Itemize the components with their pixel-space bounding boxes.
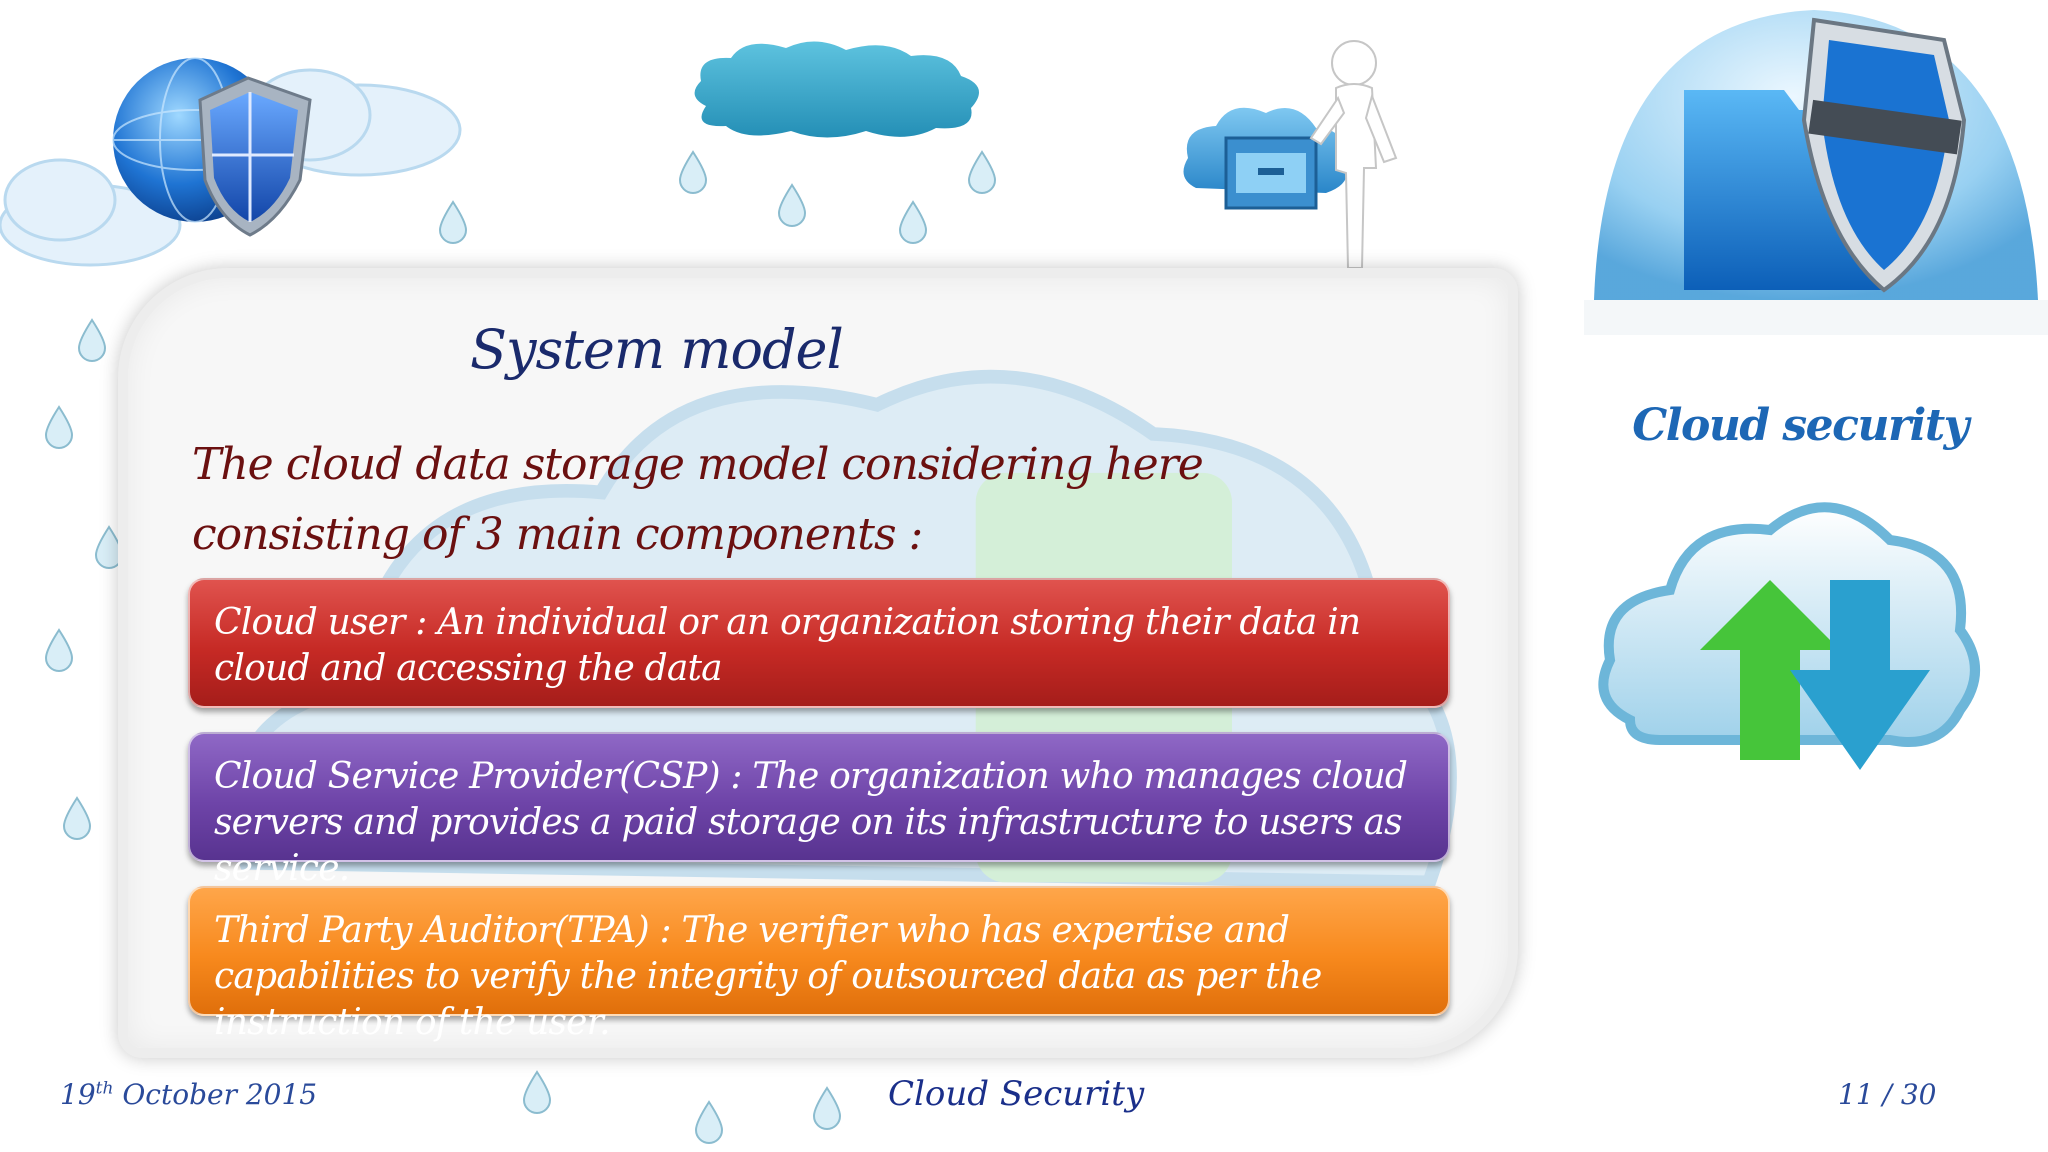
water-drop-icon — [678, 150, 708, 194]
water-drop-icon — [694, 1100, 724, 1144]
component-third-party-auditor: Third Party Auditor(TPA) : The verifier … — [188, 886, 1450, 1043]
footer-date-day: 19 — [60, 1078, 96, 1111]
component-cloud-user: Cloud user : An individual or an organiz… — [188, 578, 1450, 708]
footer-date: 19th October 2015 — [60, 1078, 317, 1111]
footer-date-rest: October 2015 — [113, 1078, 318, 1111]
water-drop-icon — [967, 150, 997, 194]
cloud-drawer-figure-image — [1183, 40, 1398, 269]
water-drop-icon — [44, 628, 74, 672]
water-drop-icon — [62, 796, 92, 840]
water-drop-icon — [812, 1086, 842, 1130]
water-drop-icon — [438, 200, 468, 244]
page-number: 11 / 30 — [1838, 1078, 1937, 1111]
globe-shield-clouds-image — [0, 57, 462, 267]
intro-text: The cloud data storage model considering… — [192, 439, 1204, 560]
water-drop-icon — [77, 318, 107, 362]
water-drop-icon — [44, 405, 74, 449]
water-drop-icon — [522, 1070, 552, 1114]
water-drop-icon — [777, 183, 807, 227]
slide-title: System model — [470, 318, 844, 381]
water-drop-icon — [898, 200, 928, 244]
footer-date-suffix: th — [95, 1078, 114, 1099]
side-title: Cloud security — [1632, 400, 1969, 451]
cloud-arrows-image — [1598, 502, 1980, 770]
footer-title: Cloud Security — [888, 1074, 1145, 1114]
component-cloud-service-provider: Cloud Service Provider(CSP) : The organi… — [188, 732, 1450, 889]
security-dome-folder-image — [1584, 10, 2048, 335]
rain-cloud-image — [694, 41, 979, 138]
